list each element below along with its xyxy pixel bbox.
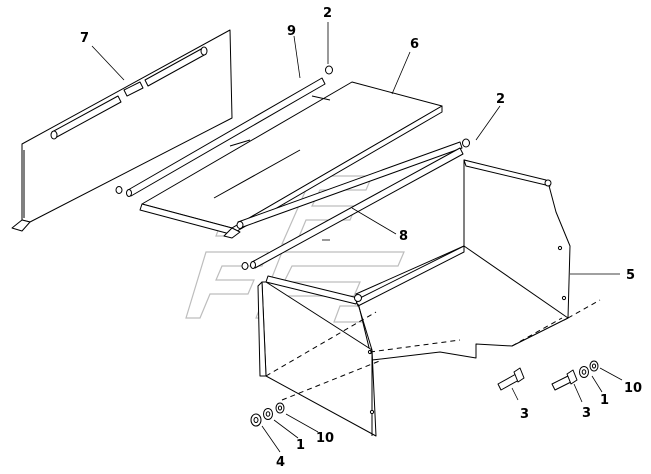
part-10-washer-right xyxy=(589,360,599,372)
part-1-washer-right xyxy=(579,366,589,378)
part-2-washer-right xyxy=(241,138,470,270)
leader-lines xyxy=(91,22,623,453)
part-9-rod xyxy=(126,77,326,197)
part-1-washer-left xyxy=(263,408,273,420)
callout-2-right: 2 xyxy=(496,92,505,107)
part-3-bolt-right xyxy=(551,369,578,391)
part-6-top-plate xyxy=(139,81,443,239)
part-7-hinged-panel xyxy=(11,29,233,232)
callout-7: 7 xyxy=(80,31,89,46)
callout-5: 5 xyxy=(626,268,635,283)
fasteners-left xyxy=(250,402,285,427)
part-2-washer-upper xyxy=(115,65,333,194)
callout-4: 4 xyxy=(276,455,285,470)
part-5-housing xyxy=(257,159,601,437)
part-10-washer-left xyxy=(275,402,285,414)
callout-6: 6 xyxy=(410,37,419,52)
part-3-bolt-center xyxy=(497,367,525,391)
callout-10-right: 10 xyxy=(624,381,642,396)
callout-2-top: 2 xyxy=(323,6,332,21)
callout-8: 8 xyxy=(399,229,408,244)
callout-3-center: 3 xyxy=(520,407,529,422)
hinge-7 xyxy=(50,46,208,140)
callout-1-right: 1 xyxy=(600,393,609,408)
callout-9: 9 xyxy=(287,24,296,39)
callout-3-right: 3 xyxy=(582,406,591,421)
callout-1-left: 1 xyxy=(296,438,305,453)
part-8-rod xyxy=(236,141,464,269)
fasteners-right xyxy=(497,360,599,391)
part-4-nut xyxy=(250,413,262,427)
callout-labels: 7 9 2 6 2 8 5 3 3 1 10 4 1 10 xyxy=(80,6,642,470)
callout-10-left: 10 xyxy=(316,431,334,446)
